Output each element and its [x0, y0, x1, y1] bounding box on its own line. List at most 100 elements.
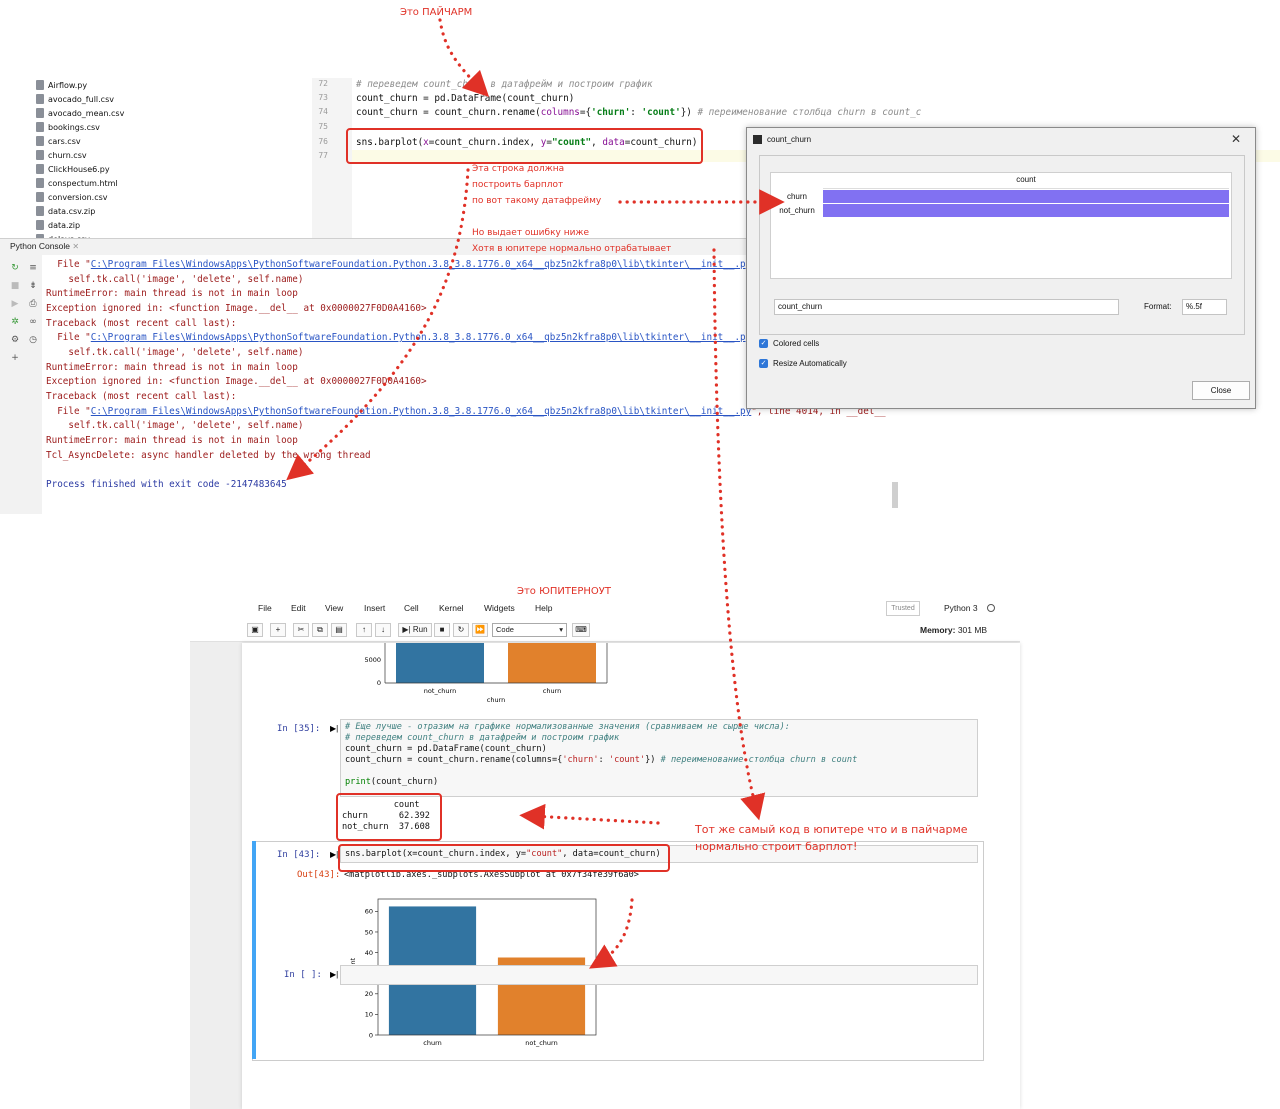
empty-code-cell[interactable]: [340, 965, 978, 985]
dialog-title: count_churn: [767, 135, 812, 144]
output-row: churn 62.392: [342, 811, 430, 821]
colored-cells-checkbox[interactable]: ✓Colored cells: [759, 337, 819, 349]
out-prompt: Out[43]:: [297, 870, 341, 880]
show-variables-icon[interactable]: ∞: [29, 317, 37, 327]
soft-wrap-icon[interactable]: ≡: [29, 263, 37, 273]
stop-icon[interactable]: ■: [10, 281, 20, 291]
console-file-link[interactable]: C:\Program Files\WindowsApps\PythonSoftw…: [90, 406, 752, 417]
format-label: Format:: [1144, 302, 1172, 311]
settings-icon[interactable]: ⚙: [10, 335, 20, 345]
file-tree-item[interactable]: cars.csv: [36, 134, 81, 148]
menu-item[interactable]: Widgets: [484, 603, 515, 613]
interrupt-icon[interactable]: ■: [434, 623, 450, 637]
ytick-label: 50: [365, 928, 373, 936]
tab-label: Python Console: [10, 241, 71, 251]
cell-prompt: In [43]:: [277, 850, 321, 860]
code-token: 'churn': [591, 107, 631, 118]
keyboard-icon[interactable]: ⌨: [572, 623, 590, 637]
ytick-label: 0: [369, 1031, 373, 1039]
file-tree-item[interactable]: bookings.csv: [36, 120, 100, 134]
menu-item[interactable]: File: [258, 603, 272, 613]
annotation-line: Но выдает ошибку ниже: [472, 228, 590, 238]
console-line: self.tk.call('image', 'delete', self.nam…: [46, 274, 304, 285]
history-icon[interactable]: ◷: [29, 335, 37, 345]
cell-type-value: Code: [496, 625, 514, 634]
checkmark-icon: ✓: [759, 358, 768, 368]
close-icon[interactable]: ✕: [1231, 132, 1242, 146]
previous-chart: 5000 0 not_churn churn churn: [364, 643, 608, 704]
paste-icon[interactable]: ▤: [331, 623, 347, 637]
run-cell-icon[interactable]: ▶|: [330, 850, 339, 859]
table-row[interactable]: not_churn: [771, 204, 1231, 217]
file-tree-item[interactable]: ClickHouse6.py: [36, 162, 110, 176]
dataframe-table[interactable]: count churn not_churn: [770, 172, 1232, 279]
table-cell[interactable]: [823, 204, 1229, 217]
code-token: print: [345, 777, 371, 787]
restart-icon[interactable]: ↻: [453, 623, 469, 637]
tab-python-console[interactable]: Python Console ✕: [10, 241, 79, 251]
annotation-line: Тот же самый код в юпитере что и в пайча…: [695, 823, 968, 836]
file-tree-item[interactable]: avocado_full.csv: [36, 92, 114, 106]
prev-xlabel: churn: [487, 696, 506, 704]
file-tree-item[interactable]: Airflow.py: [36, 78, 87, 92]
trusted-badge[interactable]: Trusted: [886, 601, 920, 616]
console-file-link[interactable]: C:\Program Files\WindowsApps\PythonSoftw…: [90, 332, 752, 343]
ytick-label: 60: [365, 908, 373, 916]
run-cell-icon[interactable]: ▶|: [330, 970, 339, 979]
move-down-icon[interactable]: ↓: [375, 623, 391, 637]
code-token: data: [602, 137, 625, 148]
cut-icon[interactable]: ✂: [293, 623, 309, 637]
console-scrollbar[interactable]: [892, 482, 898, 508]
scroll-end-icon[interactable]: ⇟: [29, 281, 37, 291]
file-tree-item[interactable]: conversion.csv: [36, 190, 108, 204]
memory-value: 301 MB: [957, 625, 988, 635]
file-tree-item[interactable]: conspectum.html: [36, 176, 118, 190]
console-file-link[interactable]: C:\Program Files\WindowsApps\PythonSoftw…: [90, 259, 752, 270]
code-comment: # переведем count_churn в датафрейм и по…: [345, 733, 620, 743]
save-icon[interactable]: ▣: [247, 623, 263, 637]
resize-automatically-checkbox[interactable]: ✓Resize Automatically: [759, 357, 847, 369]
run-button[interactable]: ▶| Run: [398, 623, 432, 637]
add-cell-icon[interactable]: +: [270, 623, 286, 637]
file-tree-item[interactable]: delays.csv: [36, 232, 90, 238]
run-icon[interactable]: ▶: [11, 299, 19, 309]
close-button[interactable]: Close: [1192, 381, 1250, 400]
code-line-72: # переведем count_churn в датафрейм и по…: [356, 79, 653, 90]
print-icon[interactable]: ⎙: [29, 299, 37, 309]
menu-item[interactable]: Insert: [364, 603, 386, 613]
table-cell[interactable]: [823, 190, 1229, 203]
dataframe-name-input[interactable]: count_churn: [774, 299, 1119, 315]
menu-item[interactable]: Kernel: [439, 603, 464, 613]
annotation-line: Хотя в юпитере нормально отрабатывает: [472, 244, 672, 254]
annotation-line: нормально строит барплот!: [695, 840, 858, 853]
code-token: =: [546, 137, 552, 148]
add-icon[interactable]: +: [11, 353, 19, 363]
column-header-count[interactable]: count: [823, 175, 1229, 189]
file-tree-item[interactable]: data.zip: [36, 218, 80, 232]
cell-type-select[interactable]: Code▾: [492, 623, 567, 637]
menu-item[interactable]: Help: [535, 603, 553, 613]
debug-icon[interactable]: ✲: [11, 317, 19, 327]
code-token: y: [540, 137, 547, 148]
dialog-panel: count churn not_churn count_churn Format…: [759, 155, 1245, 335]
annotation-line: построить барплот: [472, 180, 564, 190]
restart-run-all-icon[interactable]: ⏩: [472, 623, 488, 637]
code-cell-35[interactable]: # Еще лучше - отразим на графике нормали…: [340, 719, 978, 797]
process-finished-line: Process finished with exit code -2147483…: [46, 479, 287, 490]
menu-item[interactable]: View: [325, 603, 344, 613]
rerun-icon[interactable]: ↻: [11, 263, 19, 273]
move-up-icon[interactable]: ↑: [356, 623, 372, 637]
table-row[interactable]: churn: [771, 190, 1231, 203]
file-tree-item[interactable]: avocado_mean.csv: [36, 106, 124, 120]
jupyter-window: File Edit View Insert Cell Kernel Widget…: [190, 597, 1020, 1109]
close-icon[interactable]: ✕: [72, 242, 80, 251]
copy-icon[interactable]: ⧉: [312, 623, 328, 637]
code-token: columns: [540, 107, 580, 118]
menu-item[interactable]: Edit: [291, 603, 306, 613]
file-tree-item[interactable]: data.csv.zip: [36, 204, 95, 218]
format-input[interactable]: %.5f: [1182, 299, 1227, 315]
run-cell-icon[interactable]: ▶|: [330, 724, 339, 733]
file-tree-item[interactable]: churn.csv: [36, 148, 87, 162]
menu-item[interactable]: Cell: [404, 603, 419, 613]
notebook-area: 5000 0 not_churn churn churn In [35]: ▶|…: [242, 643, 1020, 1109]
